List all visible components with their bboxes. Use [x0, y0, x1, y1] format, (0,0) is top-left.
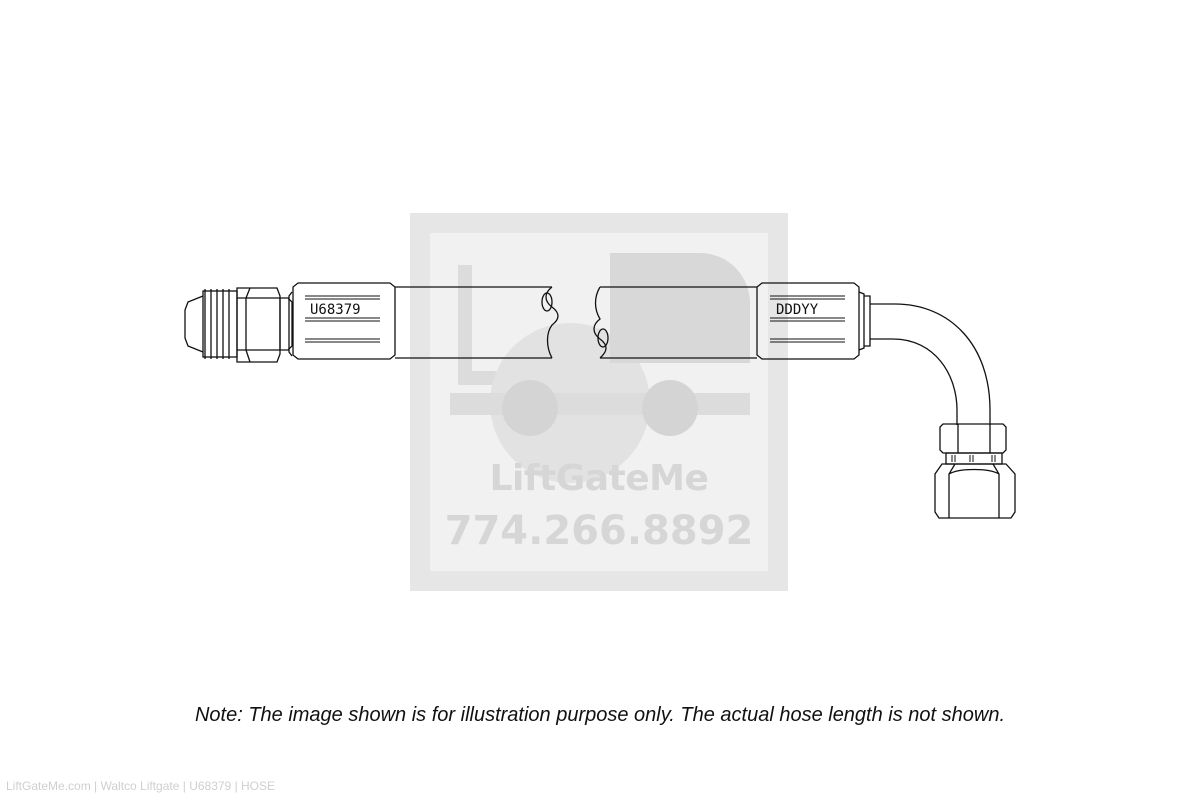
hose-body — [395, 286, 757, 359]
left-ferrule-label: U68379 — [310, 302, 361, 318]
right-ferrule: DDDYY — [756, 282, 871, 360]
watermark-logo — [410, 213, 788, 591]
male-flare-fitting — [184, 287, 293, 363]
left-ferrule: U68379 — [288, 282, 396, 360]
elbow-swivel-fitting — [870, 303, 1016, 519]
right-ferrule-label: DDDYY — [776, 302, 819, 318]
watermark-phone: 774.266.8892 — [444, 508, 754, 554]
footer-caption: LiftGateMe.com | Waltco Liftgate | U6837… — [6, 779, 276, 793]
illustration-note: Note: The image shown is for illustratio… — [194, 704, 1006, 726]
watermark-brand: LiftGateMe — [489, 458, 709, 499]
